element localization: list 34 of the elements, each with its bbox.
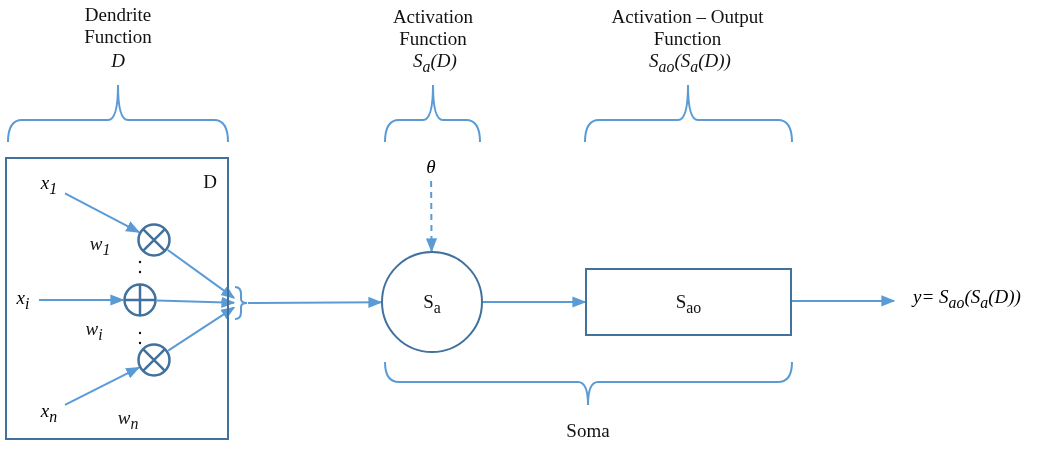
section-title: Activation – Output Function: [610, 6, 765, 50]
arrow: [482, 296, 587, 308]
dendrite-box: [5, 157, 229, 440]
math-label: w$_{i}$: [84, 318, 104, 345]
math-label: w$_{n}$: [116, 407, 140, 434]
math-label: w$_{1}$: [88, 233, 112, 260]
section-title: Activation Function: [391, 6, 475, 50]
group-label: Soma: [565, 420, 611, 442]
node-label: S$_{a}$: [422, 291, 442, 318]
sum-circle: [123, 283, 157, 317]
output-function-box: [585, 268, 792, 336]
math-label: x$_{i}$: [8, 287, 38, 313]
node-label: S$_{ao}$: [674, 291, 703, 318]
multiply-circle: [137, 343, 171, 377]
math-label: S$_{ao}$(S$_{a}$(D)): [648, 50, 732, 77]
arrow: [166, 249, 236, 299]
arrow: [247, 296, 383, 308]
arrow: [156, 296, 236, 308]
curly-brace: [234, 286, 248, 320]
math-label: S$_{a}$(D): [412, 50, 458, 77]
arrow: [38, 294, 125, 306]
arrow: [167, 306, 236, 352]
arrow: [791, 295, 896, 307]
math-label: y= S$_{ao}$(S$_{a}$(D)): [896, 286, 1038, 312]
math-label: D: [110, 50, 126, 72]
arrow: [425, 180, 438, 253]
arrow: [64, 366, 141, 406]
arrow: [64, 192, 141, 234]
multiply-circle: [137, 223, 171, 257]
math-label: x$_{n}$: [34, 400, 64, 426]
math-label: x$_{1}$: [34, 172, 64, 198]
math-label: θ: [418, 156, 444, 180]
box-label: D: [203, 171, 217, 193]
section-title: Dendrite Function: [83, 4, 153, 48]
